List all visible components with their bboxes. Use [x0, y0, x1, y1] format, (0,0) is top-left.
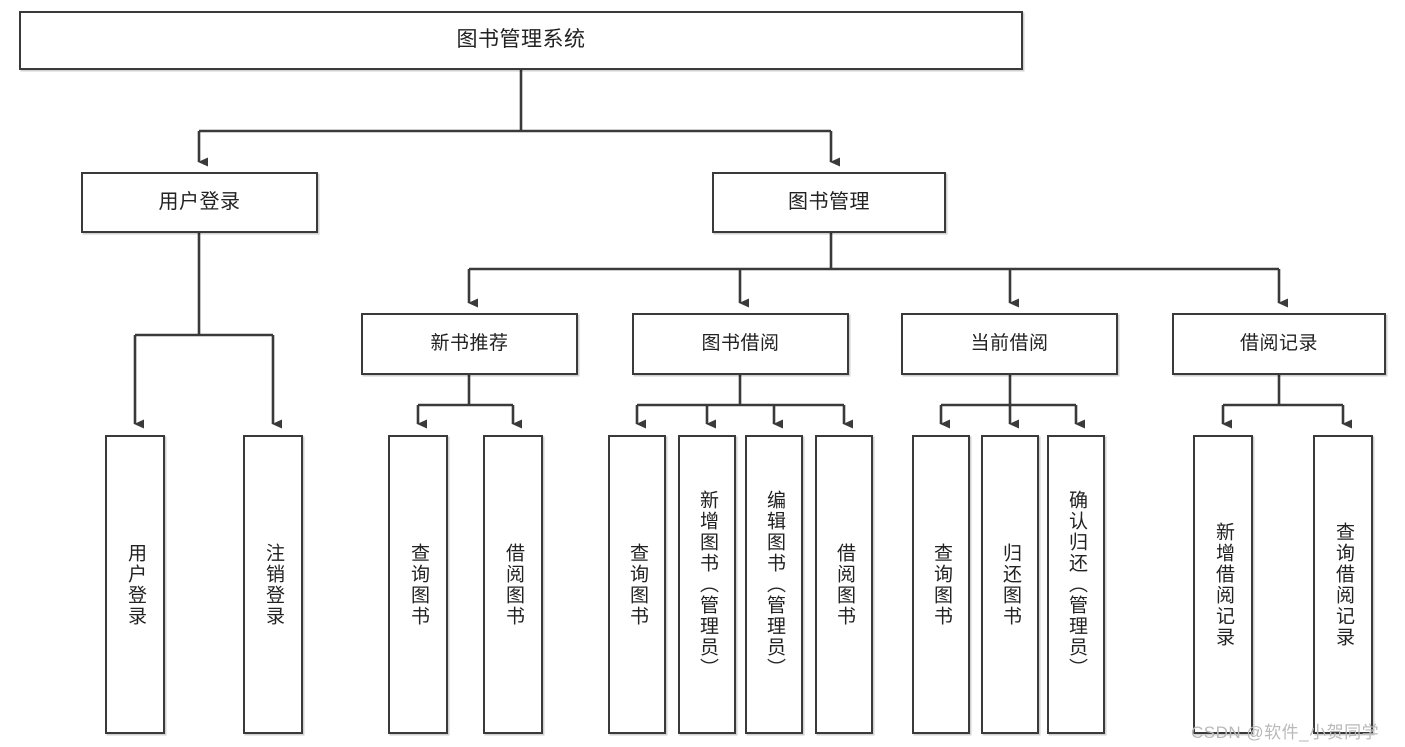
leaf-query-book-recommend[interactable]: 查询图书: [388, 435, 448, 734]
node-book-management[interactable]: 图书管理: [712, 172, 946, 233]
leaf-logout[interactable]: 注销登录: [243, 435, 303, 734]
leaf-query-borrow-record[interactable]: 查询借阅记录: [1313, 435, 1373, 734]
node-label: 借阅记录: [1239, 332, 1318, 354]
node-label: 新增图书（管理员）: [696, 490, 718, 679]
node-user-login[interactable]: 用户登录: [81, 172, 318, 233]
csdn-watermark: CSDN @软件_小贺同学: [1191, 723, 1380, 742]
node-label: 注销登录: [262, 542, 284, 627]
node-label: 图书管理: [788, 190, 870, 213]
node-label: 新增借阅记录: [1212, 521, 1234, 648]
leaf-query-book-current[interactable]: 查询图书: [912, 435, 970, 734]
node-label: 图书管理系统: [456, 28, 586, 52]
leaf-borrow-book-recommend[interactable]: 借阅图书: [483, 435, 543, 734]
node-label: 用户登录: [158, 190, 241, 213]
node-label: 编辑图书（管理员）: [763, 490, 785, 679]
node-label: 新书推荐: [430, 332, 509, 354]
leaf-query-book-borrow[interactable]: 查询图书: [608, 435, 666, 734]
node-label: 查询图书: [626, 542, 648, 627]
node-current-borrow[interactable]: 当前借阅: [901, 313, 1118, 375]
leaf-add-borrow-record[interactable]: 新增借阅记录: [1193, 435, 1253, 734]
node-book-borrow[interactable]: 图书借阅: [632, 313, 849, 375]
node-label: 查询图书: [930, 542, 952, 627]
leaf-add-book-admin[interactable]: 新增图书（管理员）: [678, 435, 736, 734]
node-root-book-management-system[interactable]: 图书管理系统: [19, 11, 1023, 70]
node-label: 查询图书: [407, 542, 429, 627]
node-label: 借阅图书: [833, 542, 855, 627]
leaf-user-login[interactable]: 用户登录: [105, 435, 165, 734]
node-label: 查询借阅记录: [1332, 521, 1354, 648]
leaf-confirm-return-admin[interactable]: 确认归还（管理员）: [1047, 435, 1105, 734]
node-label: 用户登录: [124, 542, 146, 627]
leaf-return-book[interactable]: 归还图书: [981, 435, 1039, 734]
node-borrow-record[interactable]: 借阅记录: [1172, 313, 1386, 375]
node-label: 确认归还（管理员）: [1065, 490, 1087, 679]
leaf-borrow-book[interactable]: 借阅图书: [815, 435, 873, 734]
leaf-edit-book-admin[interactable]: 编辑图书（管理员）: [745, 435, 803, 734]
node-new-book-recommend[interactable]: 新书推荐: [361, 313, 578, 375]
node-label: 当前借阅: [970, 332, 1049, 354]
node-label: 归还图书: [999, 542, 1021, 627]
node-label: 借阅图书: [502, 542, 524, 627]
node-label: 图书借阅: [701, 332, 780, 354]
